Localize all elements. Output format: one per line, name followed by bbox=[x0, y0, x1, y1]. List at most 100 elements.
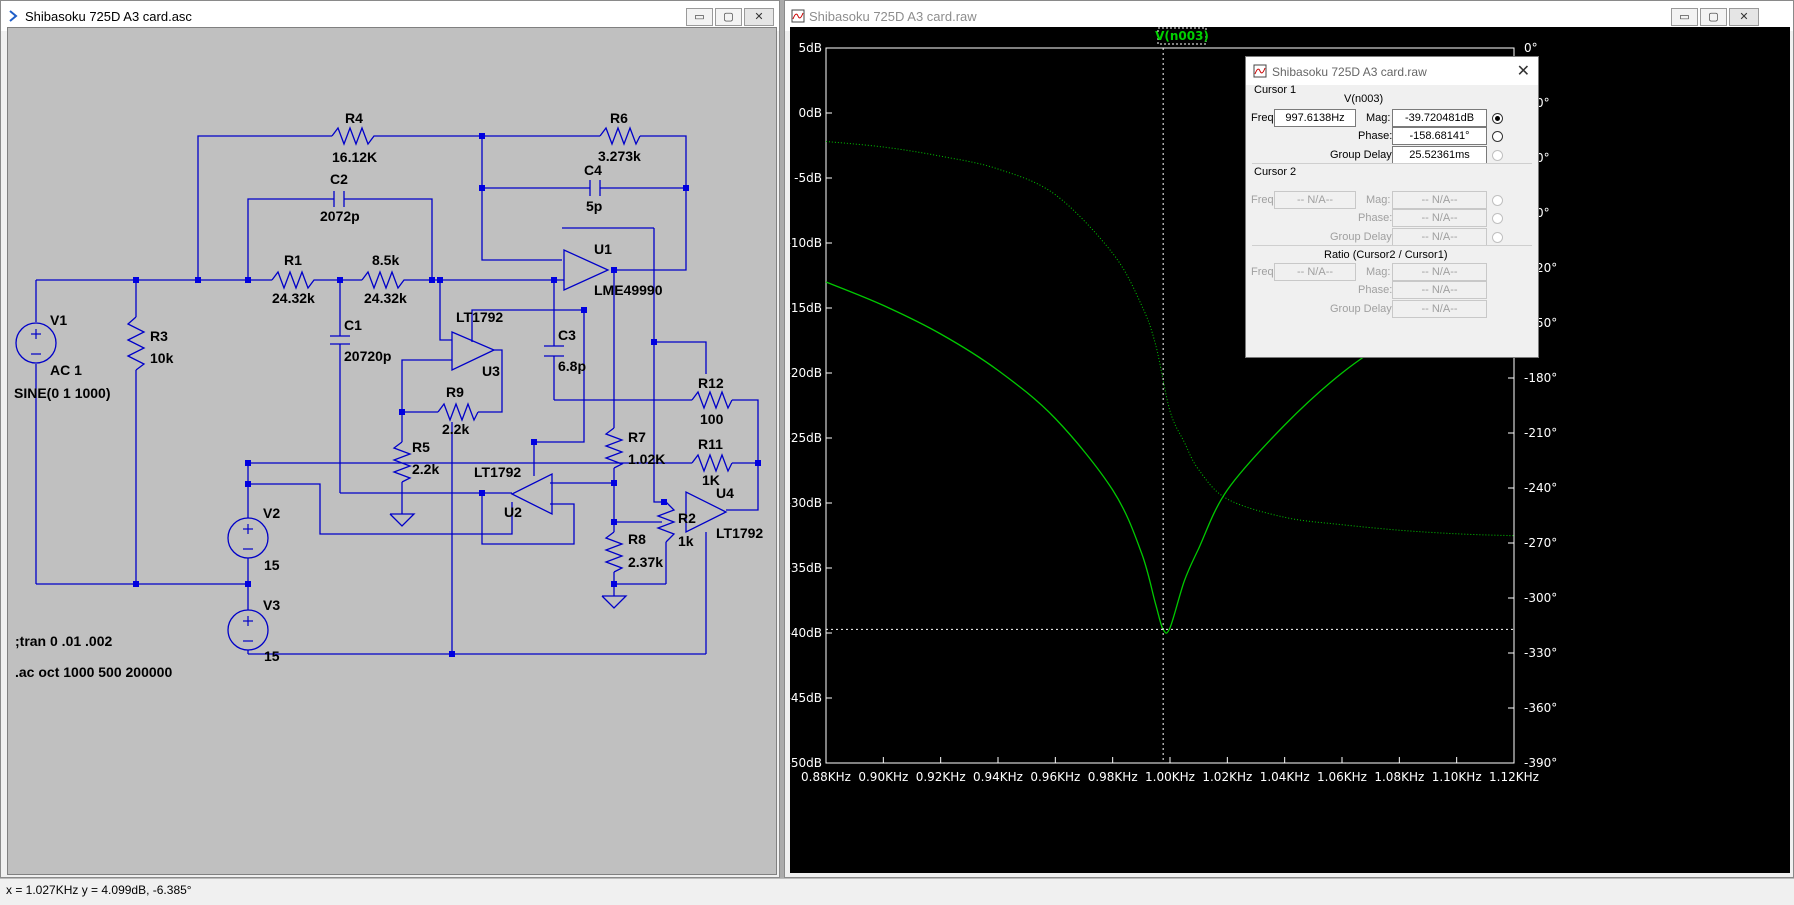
c2-phase-radio[interactable] bbox=[1492, 213, 1503, 224]
c1-gd-field[interactable]: 25.52361ms bbox=[1392, 146, 1487, 164]
cursor1-trace: V(n003) bbox=[1344, 93, 1384, 105]
u2-label[interactable]: U2 bbox=[504, 504, 522, 520]
ratio-phase-label: Phase: bbox=[1358, 284, 1393, 296]
rmid-value2[interactable]: 24.32k bbox=[364, 290, 407, 306]
c2-phase-field[interactable]: -- N/A-- bbox=[1392, 209, 1487, 227]
c2-mag-radio[interactable] bbox=[1492, 195, 1503, 206]
close-button[interactable]: ✕ bbox=[744, 8, 774, 26]
r7-label[interactable]: R7 bbox=[628, 429, 646, 445]
v1-label[interactable]: V1 bbox=[50, 312, 67, 328]
r11-label[interactable]: R11 bbox=[698, 436, 723, 452]
c2-gd-radio[interactable] bbox=[1492, 232, 1503, 243]
maximize-button[interactable]: ▢ bbox=[715, 8, 742, 26]
minimize-button[interactable]: ▭ bbox=[686, 8, 713, 26]
r3-label[interactable]: R3 bbox=[150, 328, 168, 344]
r6-label[interactable]: R6 bbox=[610, 110, 628, 126]
r12-value[interactable]: 100 bbox=[700, 411, 724, 427]
left-tick-label: -35dB bbox=[790, 561, 822, 575]
u3-label[interactable]: U3 bbox=[482, 363, 500, 379]
cursor-dialog-title: Shibasoku 725D A3 card.raw bbox=[1272, 65, 1427, 79]
schematic-titlebar[interactable]: Shibasoku 725D A3 card.asc ▭ ▢ ✕ bbox=[1, 1, 779, 31]
r12-label[interactable]: R12 bbox=[698, 375, 724, 391]
maximize-button[interactable]: ▢ bbox=[1700, 8, 1727, 26]
r11-value[interactable]: 1K bbox=[702, 472, 720, 488]
r6-value[interactable]: 3.273k bbox=[598, 148, 641, 164]
r9-label[interactable]: R9 bbox=[446, 384, 464, 400]
c1-value[interactable]: 20720p bbox=[344, 348, 391, 364]
ratio-freq-field[interactable]: -- N/A-- bbox=[1274, 263, 1356, 281]
r1-value[interactable]: 24.32k bbox=[272, 290, 315, 306]
u3-part[interactable]: LT1792 bbox=[456, 309, 503, 325]
r7-value[interactable]: 1.02K bbox=[628, 451, 665, 467]
waveform-icon bbox=[1253, 64, 1267, 78]
right-tick-label: -330° bbox=[1524, 646, 1557, 660]
trace-label[interactable]: V(n003) bbox=[1155, 29, 1209, 43]
r8-label[interactable]: R8 bbox=[628, 531, 646, 547]
r2-label[interactable]: R2 bbox=[678, 510, 696, 526]
rmid-value[interactable]: 8.5k bbox=[372, 252, 399, 268]
spice-directive-ac[interactable]: .ac oct 1000 500 200000 bbox=[15, 664, 172, 680]
c2-mag-label: Mag: bbox=[1366, 194, 1391, 206]
r9-value[interactable]: 2.2k bbox=[442, 421, 469, 437]
waveform-window-title: Shibasoku 725D A3 card.raw bbox=[809, 9, 977, 24]
u4-part[interactable]: LT1792 bbox=[716, 525, 763, 541]
c3-label[interactable]: C3 bbox=[558, 327, 576, 343]
v3-label[interactable]: V3 bbox=[263, 597, 280, 613]
c2-mag-field[interactable]: -- N/A-- bbox=[1392, 191, 1487, 209]
waveform-titlebar[interactable]: Shibasoku 725D A3 card.raw ▭ ▢ ✕ bbox=[785, 1, 1793, 31]
c1-gd-radio[interactable] bbox=[1492, 150, 1503, 161]
u2-part[interactable]: LT1792 bbox=[474, 464, 521, 480]
ratio-phase-field[interactable]: -- N/A-- bbox=[1392, 281, 1487, 299]
v1-ac[interactable]: AC 1 bbox=[50, 362, 82, 378]
separator bbox=[1252, 163, 1532, 164]
r5-value[interactable]: 2.2k bbox=[412, 461, 439, 477]
c1-mag-radio[interactable] bbox=[1492, 113, 1503, 124]
v1-sine[interactable]: SINE(0 1 1000) bbox=[14, 385, 111, 401]
x-tick-label: 1.00KHz bbox=[1145, 770, 1195, 784]
c3-value[interactable]: 6.8p bbox=[558, 358, 586, 374]
minimize-button[interactable]: ▭ bbox=[1671, 8, 1698, 26]
close-button[interactable]: ✕ bbox=[1729, 8, 1759, 26]
c4-value[interactable]: 5p bbox=[586, 198, 602, 214]
c2-label[interactable]: C2 bbox=[330, 171, 348, 187]
schematic-drawing: R4 16.12K R6 3.273k C2 2072p C4 5p R1 24… bbox=[14, 110, 763, 680]
ratio-gd-field[interactable]: -- N/A-- bbox=[1392, 300, 1487, 318]
cursor-dialog-titlebar[interactable]: Shibasoku 725D A3 card.raw ✕ bbox=[1246, 57, 1538, 85]
v3-value[interactable]: 15 bbox=[264, 648, 280, 664]
ratio-mag-field[interactable]: -- N/A-- bbox=[1392, 263, 1487, 281]
r8-value[interactable]: 2.37k bbox=[628, 554, 663, 570]
left-tick-label: -30dB bbox=[790, 496, 822, 510]
r1-label[interactable]: R1 bbox=[284, 252, 302, 268]
schematic-canvas[interactable]: R4 16.12K R6 3.273k C2 2072p C4 5p R1 24… bbox=[7, 27, 777, 875]
v2-label[interactable]: V2 bbox=[263, 505, 280, 521]
c4-label[interactable]: C4 bbox=[584, 162, 602, 178]
x-tick-label: 0.94KHz bbox=[973, 770, 1023, 784]
c2-value[interactable]: 2072p bbox=[320, 208, 360, 224]
u1-label[interactable]: U1 bbox=[594, 241, 612, 257]
left-tick-label: -50dB bbox=[790, 756, 822, 770]
c1-mag-field[interactable]: -39.720481dB bbox=[1392, 109, 1487, 127]
c1-phase-radio[interactable] bbox=[1492, 131, 1503, 142]
r3-value[interactable]: 10k bbox=[150, 350, 174, 366]
left-tick-label: -25dB bbox=[790, 431, 822, 445]
close-icon[interactable]: ✕ bbox=[1516, 63, 1530, 80]
cursor2-group-label: Cursor 2 bbox=[1254, 166, 1297, 178]
r5-label[interactable]: R5 bbox=[412, 439, 430, 455]
r4-value[interactable]: 16.12K bbox=[332, 149, 377, 165]
ltspice-icon bbox=[9, 10, 18, 22]
cursor-readout: x = 1.027KHz y = 4.099dB, -6.385° bbox=[6, 883, 192, 897]
c2-freq-label: Freq: bbox=[1251, 194, 1277, 206]
u1-part[interactable]: LME49990 bbox=[594, 282, 663, 298]
spice-directive-tran[interactable]: ;tran 0 .01 .002 bbox=[15, 633, 112, 649]
r2-value[interactable]: 1k bbox=[678, 533, 694, 549]
c2-gd-field[interactable]: -- N/A-- bbox=[1392, 228, 1487, 246]
c1-phase-field[interactable]: -158.68141° bbox=[1392, 127, 1487, 145]
c1-freq-field[interactable]: 997.6138Hz bbox=[1274, 109, 1356, 127]
r4-label[interactable]: R4 bbox=[345, 110, 363, 126]
u4-label[interactable]: U4 bbox=[716, 485, 734, 501]
c2-freq-field[interactable]: -- N/A-- bbox=[1274, 191, 1356, 209]
c1-label[interactable]: C1 bbox=[344, 317, 362, 333]
v2-value[interactable]: 15 bbox=[264, 557, 280, 573]
